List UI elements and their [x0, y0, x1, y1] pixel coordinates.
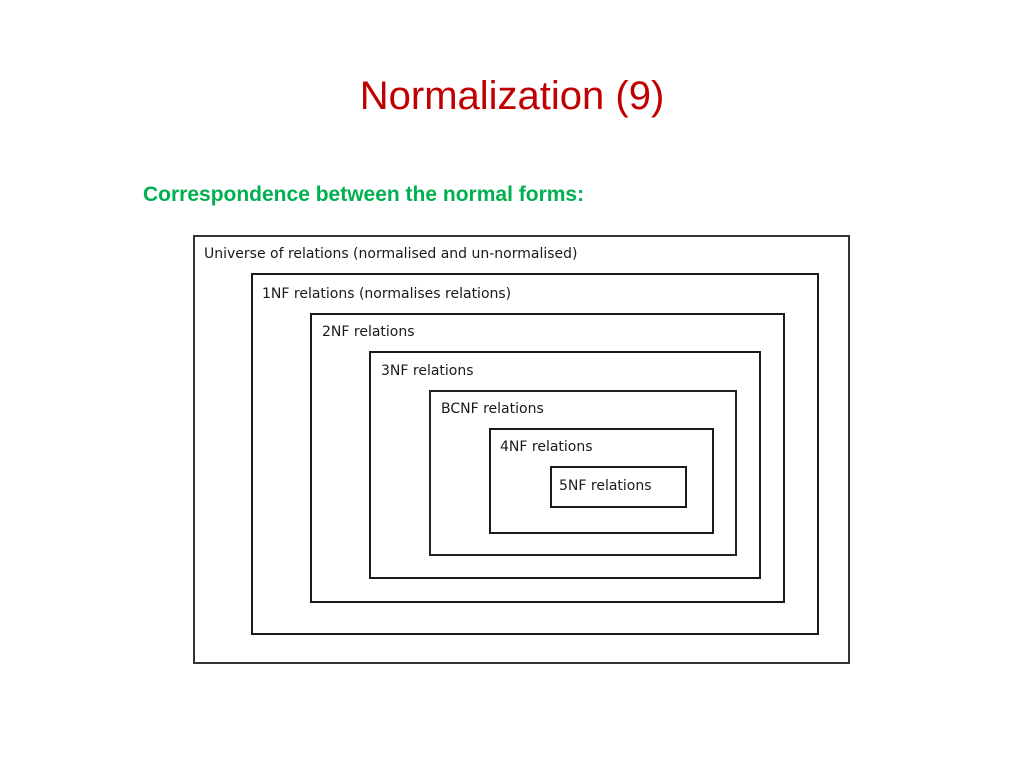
bcnf-relations-label: BCNF relations: [441, 401, 544, 417]
nf4-relations-label: 4NF relations: [500, 439, 593, 455]
nf5-relations-box: [550, 466, 687, 508]
nf1-relations-label: 1NF relations (normalises relations): [262, 286, 512, 302]
nf5-relations-label: 5NF relations: [559, 478, 652, 494]
nf2-relations-label: 2NF relations: [322, 324, 415, 340]
universe-relations-label: Universe of relations (normalised and un…: [204, 246, 578, 262]
nf3-relations-label: 3NF relations: [381, 363, 474, 379]
slide-title: Normalization (9): [359, 74, 665, 118]
slide-subtitle: Correspondence between the normal forms:: [143, 183, 585, 206]
